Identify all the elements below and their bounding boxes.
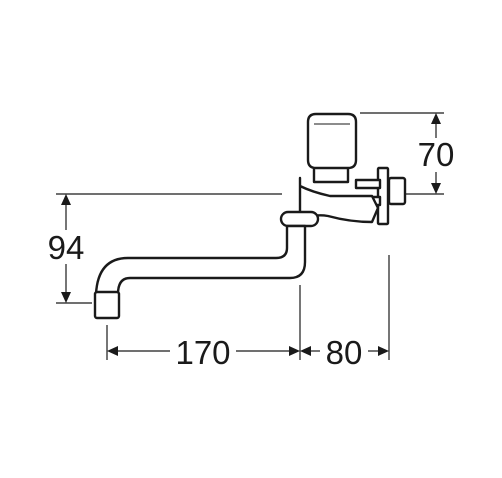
dimension-label-170: 170: [175, 334, 230, 371]
dimension-170: 170: [107, 334, 300, 371]
spout-tube: [94, 224, 307, 296]
swivel-ring: [279, 210, 320, 228]
dimension-70: 70: [414, 113, 458, 194]
handle-cap: [306, 112, 358, 170]
dimension-label-94: 94: [48, 229, 85, 266]
dimension-80: 80: [300, 334, 389, 371]
faucet-drawing: [93, 112, 407, 320]
dimension-label-70: 70: [418, 136, 455, 173]
spout-outlet: [93, 290, 121, 320]
dimension-label-80: 80: [326, 334, 363, 371]
dimension-94: 94: [44, 194, 88, 303]
extension-lines: [56, 112, 444, 360]
